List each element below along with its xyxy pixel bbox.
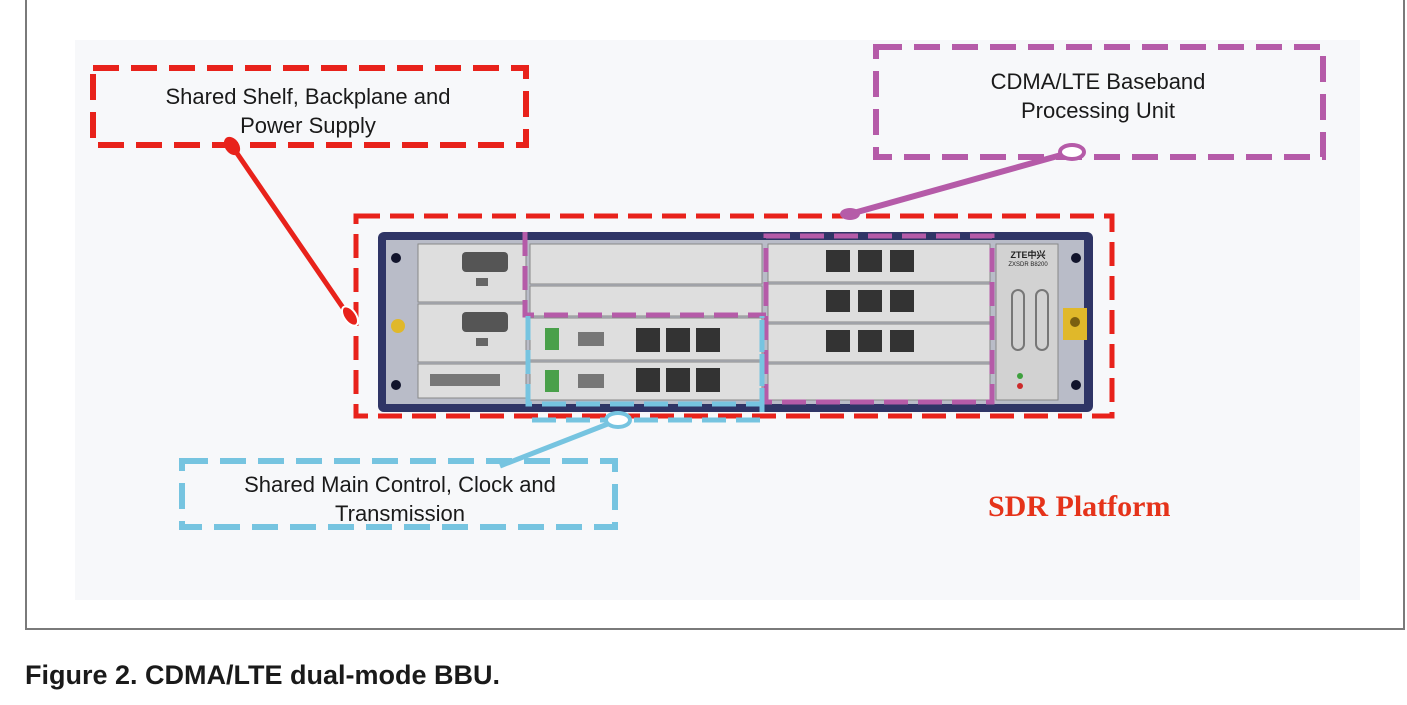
control-cards bbox=[529, 243, 763, 401]
baseband-connector bbox=[840, 143, 1086, 220]
baseband-highlight-extension bbox=[522, 232, 766, 318]
baseband-label-line2: Processing Unit bbox=[1020, 98, 1176, 123]
figure-caption: Figure 2. CDMA/LTE dual-mode BBU. bbox=[25, 660, 501, 690]
shelf-label: Shared Shelf, Backplane and Power Supply bbox=[108, 82, 508, 140]
device-model: ZXSDR B8200 bbox=[1008, 262, 1048, 268]
shelf-label-box bbox=[90, 65, 529, 148]
device-brand: ZTE中兴 bbox=[1010, 250, 1046, 260]
bbu-chassis bbox=[378, 232, 1093, 412]
main-control-label: Shared Main Control, Clock and Transmiss… bbox=[190, 470, 610, 528]
main-control-connector bbox=[499, 411, 632, 469]
shelf-label-line1: Shared Shelf, Backplane and bbox=[165, 84, 451, 109]
main-control-highlight-box bbox=[525, 316, 765, 407]
baseband-label: CDMA/LTE Baseband Processing Unit bbox=[898, 67, 1298, 125]
baseband-cards bbox=[767, 243, 991, 401]
shelf-connector bbox=[223, 136, 359, 327]
baseband-label-line1: CDMA/LTE Baseband bbox=[990, 69, 1206, 94]
main-control-label-line1: Shared Main Control, Clock and bbox=[244, 472, 556, 497]
shelf-label-line2: Power Supply bbox=[240, 113, 376, 138]
baseband-highlight-box bbox=[763, 233, 995, 405]
sdr-platform-label: SDR Platform bbox=[988, 490, 1171, 523]
power-cards bbox=[417, 243, 527, 399]
main-control-label-line2: Transmission bbox=[335, 501, 465, 526]
main-control-label-box bbox=[179, 458, 618, 530]
fan-panel bbox=[995, 243, 1087, 401]
device-brand-block: ZTE中兴 ZXSDR B8200 bbox=[1000, 250, 1056, 270]
baseband-label-box bbox=[873, 44, 1326, 160]
